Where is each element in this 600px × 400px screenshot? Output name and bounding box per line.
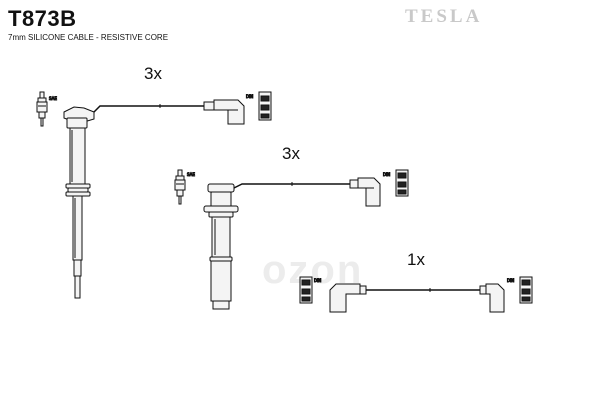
din-label: DIN (246, 94, 253, 99)
cable-line (233, 183, 350, 189)
long-boot-icon (203, 183, 239, 310)
cable-line (93, 105, 204, 113)
part-number-title: T873B (8, 6, 77, 31)
din-label-right: DIN (507, 278, 514, 283)
din-connector-icon (395, 169, 409, 197)
elbow-boot-icon (479, 283, 505, 313)
spark-plug-icon (36, 91, 48, 127)
spark-plug-icon (174, 169, 186, 205)
elbow-boot-icon (203, 99, 245, 125)
din-connector-icon (519, 276, 533, 304)
sae-label: SAE (49, 96, 57, 101)
cable-set-2: SAE (174, 169, 409, 310)
din-label: DIN (383, 172, 390, 177)
cable-set-1: SAE (36, 91, 272, 299)
long-boot-icon (63, 106, 95, 299)
cable-description: 7mm SILICONE CABLE - RESISTIVE CORE (8, 33, 169, 42)
elbow-boot-icon (349, 177, 381, 207)
brand-logo: TESLA (405, 6, 483, 27)
cable-set-2-quantity: 3x (282, 144, 300, 163)
din-label-left: DIN (314, 278, 321, 283)
cable-set-1-quantity: 3x (144, 64, 162, 83)
sae-label: SAE (187, 172, 195, 177)
din-connector-icon (299, 276, 313, 304)
elbow-boot-icon (329, 283, 367, 313)
cable-set-3: DIN DIN (299, 276, 533, 313)
din-connector-icon (258, 91, 272, 121)
cable-set-3-quantity: 1x (407, 250, 425, 269)
